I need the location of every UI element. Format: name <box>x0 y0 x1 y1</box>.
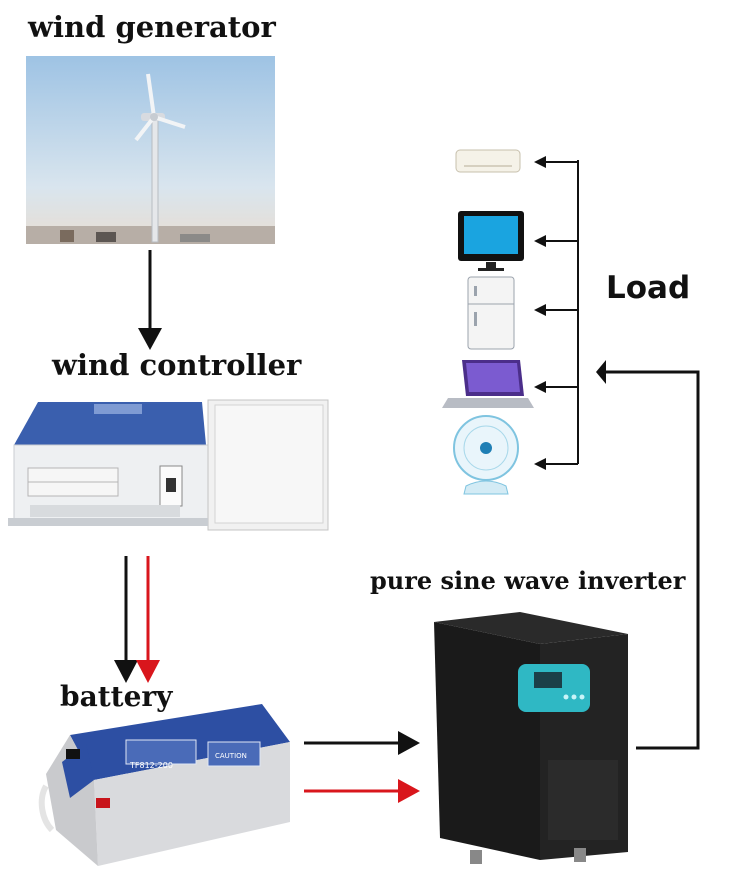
television-icon <box>458 211 524 271</box>
inverter-label: pure sine wave inverter <box>370 566 686 595</box>
refrigerator-icon <box>467 276 515 350</box>
battery-device: TF812-200 CAUTION <box>38 704 290 866</box>
wind-controller-device <box>8 399 329 531</box>
laptop-icon <box>442 360 534 408</box>
wind-generator-photo <box>26 56 275 244</box>
inverter-to-load-arrow <box>602 370 700 750</box>
air-conditioner-icon <box>455 149 521 173</box>
wind-controller-label: wind controller <box>52 348 302 382</box>
battery-caution-text: CAUTION <box>215 752 247 760</box>
battery-label: battery <box>60 680 173 713</box>
battery-model-text: TF812-200 <box>129 761 173 770</box>
load-label: Load <box>606 270 691 306</box>
fan-icon <box>453 415 519 495</box>
wind-generator-label: wind generator <box>28 10 276 44</box>
inverter-device <box>434 612 628 864</box>
